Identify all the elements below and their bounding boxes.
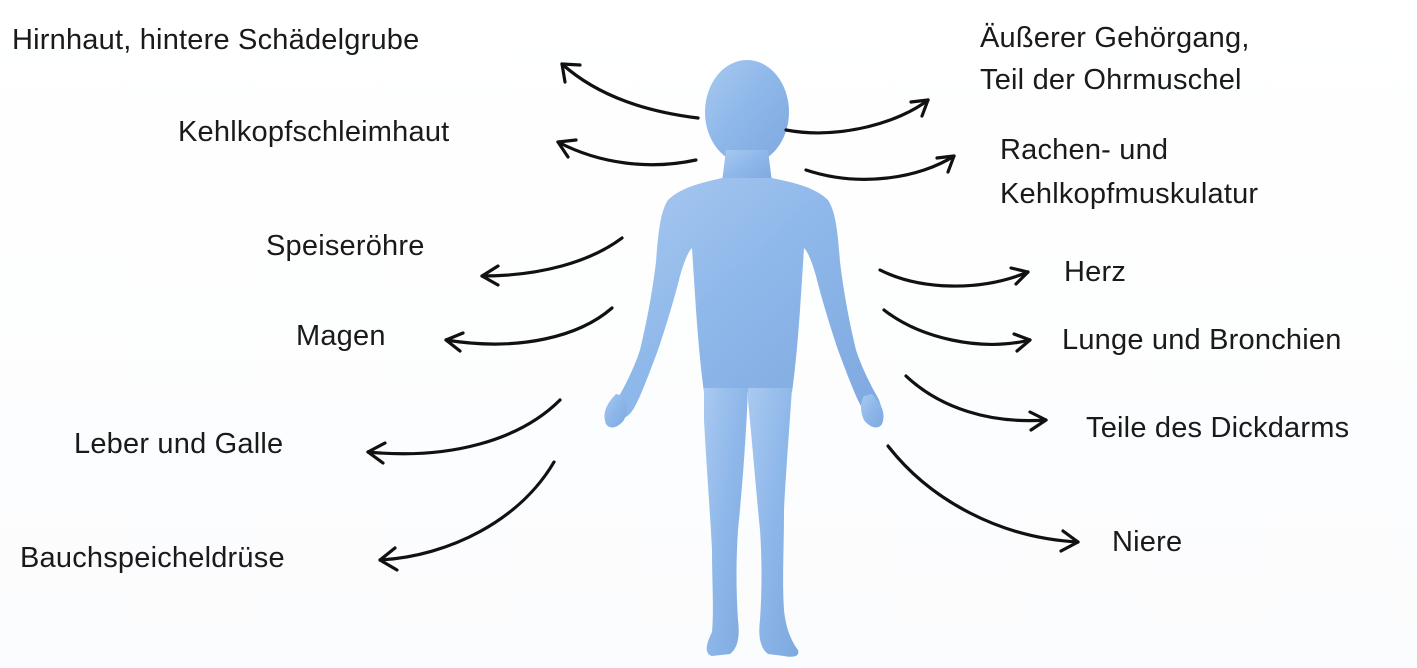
arrow-magen <box>446 308 612 351</box>
body-torso-arms <box>615 178 882 418</box>
body-right-hand <box>861 394 884 427</box>
label-magen: Magen <box>296 318 386 354</box>
arrow-lunge <box>884 310 1030 351</box>
label-bauchspeicheldruese: Bauchspeicheldrüse <box>20 540 285 576</box>
label-teile-des-dickdarms: Teile des Dickdarms <box>1086 410 1349 446</box>
label-rachen-line1: Rachen- und <box>1000 132 1258 168</box>
arrow-speiseroehre <box>482 238 622 285</box>
arrow-kehlkopfschleimhaut <box>558 140 696 165</box>
label-gehoergang-line1: Äußerer Gehörgang, <box>980 20 1250 56</box>
arrow-gehoergang <box>786 100 928 133</box>
arrow-dickdarm <box>906 376 1046 430</box>
label-niere: Niere <box>1112 524 1182 560</box>
label-gehoergang: Äußerer Gehörgang, Teil der Ohrmuschel <box>980 20 1250 98</box>
body-neck <box>722 150 772 182</box>
label-speiseroehre: Speiseröhre <box>266 228 425 264</box>
body-left-leg <box>704 388 748 656</box>
label-kehlkopfschleimhaut: Kehlkopfschleimhaut <box>178 114 449 150</box>
arrow-leber <box>368 400 560 463</box>
label-rachen-kehlkopfmuskulatur: Rachen- und Kehlkopfmuskulatur <box>1000 132 1258 212</box>
body-head <box>705 60 789 164</box>
label-hirnhaut: Hirnhaut, hintere Schädelgrube <box>12 22 419 58</box>
label-gehoergang-line2: Teil der Ohrmuschel <box>980 62 1250 98</box>
label-rachen-line2: Kehlkopfmuskulatur <box>1000 176 1258 212</box>
label-leber-und-galle: Leber und Galle <box>74 426 283 462</box>
body-right-leg <box>748 388 798 657</box>
arrow-niere <box>888 446 1078 551</box>
label-herz: Herz <box>1064 254 1126 290</box>
arrow-rachen <box>806 156 954 179</box>
arrow-bauchspeicheldruese <box>380 462 554 570</box>
body-left-hand <box>604 394 627 427</box>
label-lunge-und-bronchien: Lunge und Bronchien <box>1062 322 1342 358</box>
human-body-silhouette <box>604 60 883 657</box>
arrow-herz <box>880 268 1028 286</box>
arrow-hirnhaut <box>562 64 698 118</box>
